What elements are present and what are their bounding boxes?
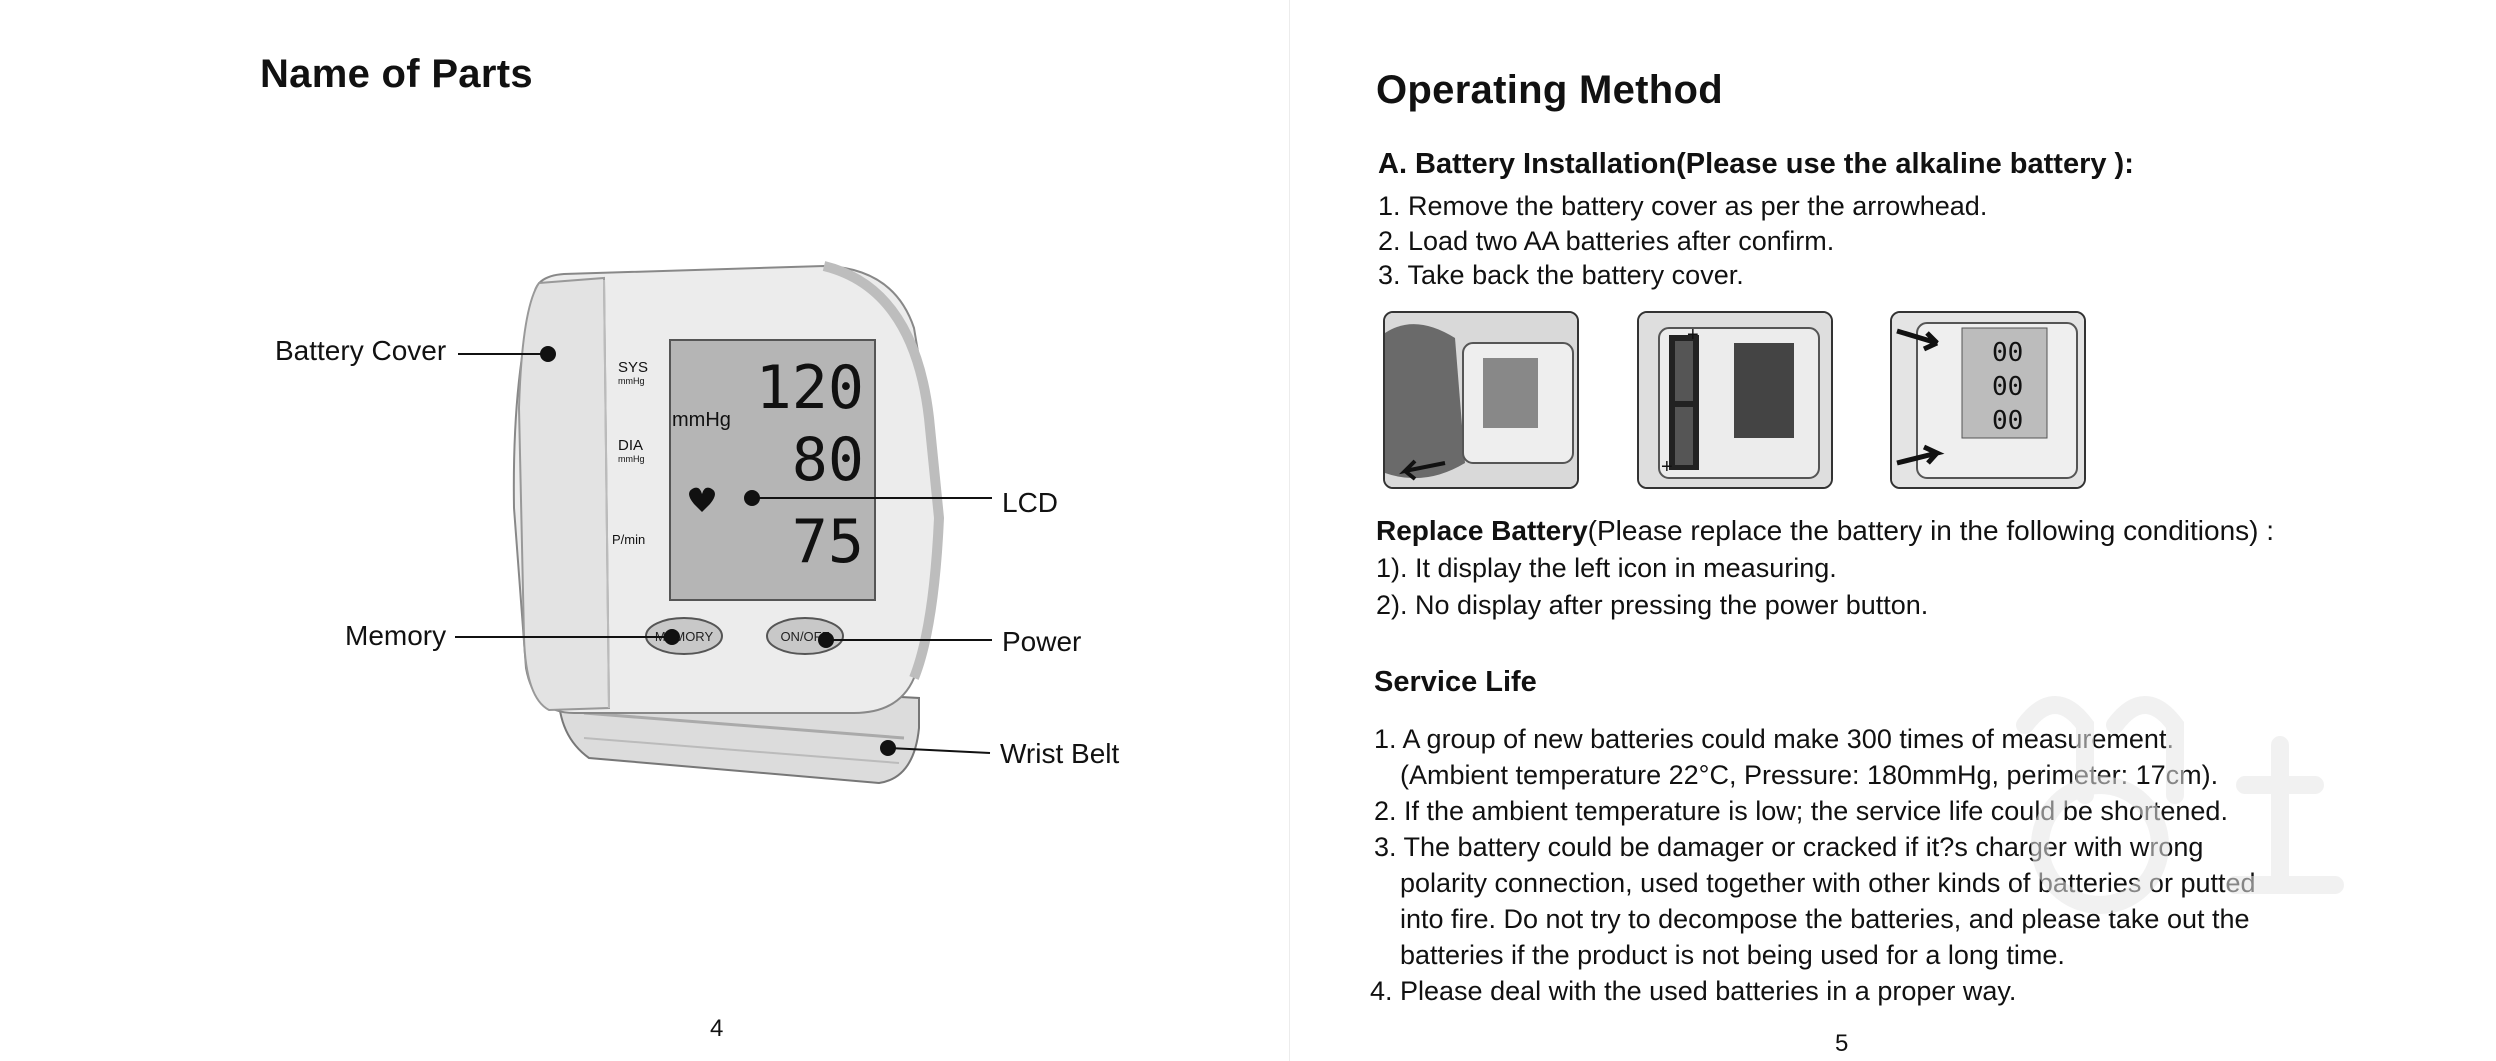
battery-step-photo-2: + + [1637,311,1833,489]
label-power: Power [1002,626,1082,657]
page-number-right: 5 [1835,1030,1849,1057]
memory-button-label: MEMORY [655,629,714,644]
service-life-line-1: 1. A group of new batteries could make 3… [1374,724,2174,754]
service-life-line-7: batteries if the product is not being us… [1400,940,2065,970]
mmhg-label: mmHg [672,409,731,431]
replace-battery-heading-rest: (Please replace the battery in the follo… [1587,515,2275,546]
service-life-line-5: polarity connection, used together with … [1400,868,2256,898]
replace-battery-item-1: 1). It display the left icon in measurin… [1376,553,1837,583]
page-divider [1289,0,1290,1061]
svg-text:00: 00 [1992,338,2023,368]
label-lcd: LCD [1002,487,1059,518]
replace-battery-heading: Replace Battery(Please replace the batte… [1376,514,2274,548]
battery-step-photo-3: 00 00 00 [1890,311,2086,489]
dia-label: DIA [618,437,643,454]
battery-installation-heading: A. Battery Installation(Please use the a… [1378,148,2134,180]
service-life-line-8: 4. Please deal with the used batteries i… [1370,976,2017,1006]
right-page: Operating Method A. Battery Installation… [1290,0,2496,1061]
pmin-label: P/min [612,532,645,547]
watermark-logo [2016,696,2344,914]
lcd-reading-dia: 80 [792,425,864,495]
battery-step-photo-1 [1383,311,1579,489]
arrow-icon [1896,444,1945,466]
heart-icon [689,487,715,512]
label-memory: Memory [345,620,447,651]
dia-unit: mmHg [618,454,645,464]
service-life-line-4: 3. The battery could be damager or crack… [1374,832,2204,862]
arrow-icon [1398,459,1446,481]
blood-pressure-monitor-image: SYS mmHg DIA mmHg mmHg P/min 120 80 75 M… [512,261,945,785]
lcd-reading-pulse: 75 [792,507,864,577]
sys-unit: mmHg [618,376,645,386]
arrow-icon [1896,328,1939,352]
lcd-reading-sys: 120 [756,353,864,423]
page-title: Name of Parts [260,52,533,96]
battery-step-1: 1. Remove the battery cover as per the a… [1378,191,1988,221]
power-button-label: ON/OFF [780,629,829,644]
page-number-left: 4 [710,1015,724,1042]
label-battery-cover: Battery Cover [275,335,447,366]
svg-text:+: + [1661,456,1673,478]
svg-text:+: + [1687,324,1699,346]
label-wrist-belt: Wrist Belt [1000,738,1120,769]
page-title: Operating Method [1376,68,1724,112]
svg-text:00: 00 [1992,372,2023,402]
battery-step-3: 3. Take back the battery cover. [1378,260,1744,290]
replace-battery-heading-bold: Replace Battery [1376,515,1588,546]
replace-battery-item-2: 2). No display after pressing the power … [1376,590,1929,620]
sys-label: SYS [618,359,648,376]
svg-text:00: 00 [1992,406,2023,436]
battery-step-2: 2. Load two AA batteries after confirm. [1378,226,1835,256]
service-life-heading: Service Life [1374,666,1537,698]
left-page: Name of Parts Battery Cover LCD Memory P… [260,52,1120,1042]
